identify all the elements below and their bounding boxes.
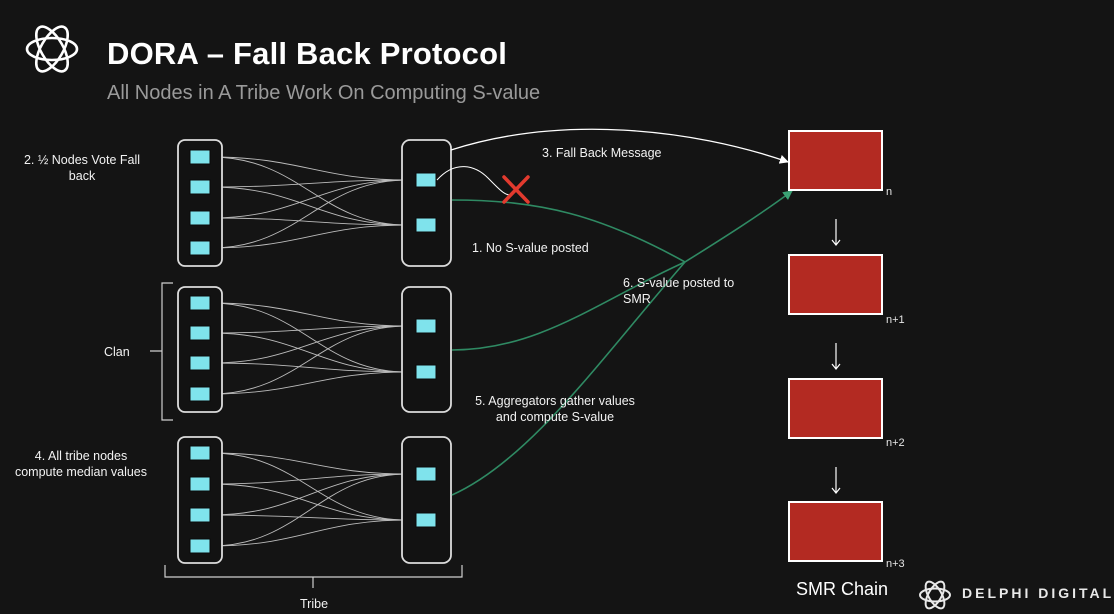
node-connection-line <box>210 224 408 249</box>
smr-chain-arrows <box>831 219 841 494</box>
node-connection-line <box>210 179 408 249</box>
node-connection-line <box>210 325 408 395</box>
svalue-line-tribe2 <box>451 261 686 351</box>
node-connection-line <box>210 302 408 373</box>
aggregator-node <box>415 217 437 233</box>
page-subtitle: All Nodes in A Tribe Work On Computing S… <box>107 82 541 104</box>
smr-block <box>788 254 883 315</box>
aggregator-containers <box>401 139 452 564</box>
vote-fallback-label: 2. ½ Nodes Vote Fall back <box>23 153 141 183</box>
node-connection-line <box>210 332 408 373</box>
clan-node <box>189 210 211 226</box>
node-connection-line <box>210 156 408 226</box>
svalue-line-to-smr <box>684 190 793 263</box>
rejected-x-icon <box>502 175 530 204</box>
node-connection-line <box>210 156 408 181</box>
clan-container <box>177 139 223 267</box>
node-connection-line <box>210 186 408 226</box>
svalue-posted-lines <box>451 190 793 496</box>
clan-container <box>177 436 223 564</box>
fallback-message-arrow <box>450 128 789 164</box>
aggregator-container <box>401 139 452 267</box>
clan-containers <box>177 139 223 564</box>
clan-node <box>189 476 211 492</box>
block-label-n1: n+1 <box>886 314 905 326</box>
brand-name: DELPHI DIGITAL <box>962 585 1114 601</box>
clan-node <box>189 325 211 341</box>
delphi-logo-icon <box>919 580 951 610</box>
fallback-message-label: 3. Fall Back Message <box>542 146 662 160</box>
smr-block <box>788 501 883 562</box>
no-svalue-label: 1. No S-value posted <box>472 241 589 255</box>
tribe-brace <box>164 565 463 588</box>
clan-node <box>189 149 211 165</box>
node-connection-line <box>210 483 408 521</box>
connection-lines <box>210 156 408 547</box>
page-title: DORA – Fall Back Protocol <box>107 36 508 71</box>
smr-chain-arrowhead <box>831 487 841 494</box>
clan-label: Clan <box>104 345 130 359</box>
block-label-n: n <box>886 186 893 198</box>
node-connection-line <box>210 179 408 219</box>
block-label-n3: n+3 <box>886 558 905 570</box>
aggregator-node <box>415 318 437 334</box>
node-connection-line <box>210 473 408 547</box>
node-connection-line <box>210 325 408 364</box>
smr-chain-label: SMR Chain <box>796 579 889 599</box>
aggregator-node <box>415 512 437 528</box>
node-connection-line <box>210 519 408 547</box>
smr-chain-arrowhead <box>831 239 841 246</box>
clan-node <box>189 445 211 461</box>
node-connection-line <box>210 452 408 475</box>
node-connection-line <box>210 514 408 521</box>
node-connection-line <box>210 473 408 516</box>
node-connection-line <box>210 473 408 485</box>
node-connection-line <box>210 325 408 334</box>
aggregator-container <box>401 286 452 413</box>
smr-chain-blocks <box>788 130 883 562</box>
node-connection-line <box>210 179 408 188</box>
node-connection-line <box>210 362 408 373</box>
tribe-label: Tribe <box>300 597 329 611</box>
svalue-line-tribe3 <box>451 261 686 496</box>
tribe-nodes-label: 4. All tribe nodes compute median values <box>14 449 148 479</box>
aggregator-container <box>401 436 452 564</box>
smr-block <box>788 378 883 439</box>
clan-container <box>177 286 223 413</box>
node-connection-line <box>210 217 408 226</box>
clan-brace <box>150 282 173 421</box>
clan-node <box>189 240 211 256</box>
clan-node <box>189 355 211 371</box>
clan-node <box>189 538 211 554</box>
clan-node <box>189 295 211 311</box>
no-svalue-loop <box>436 166 513 196</box>
smr-chain-arrowhead <box>831 363 841 370</box>
aggregator-node <box>415 172 437 188</box>
flower-knot-logo-icon <box>25 25 79 73</box>
clan-node <box>189 507 211 523</box>
aggregator-node <box>415 466 437 482</box>
aggregator-node <box>415 364 437 380</box>
svalue-line-tribe1 <box>451 199 686 263</box>
node-connection-line <box>210 452 408 521</box>
block-label-n2: n+2 <box>886 437 905 449</box>
clan-node <box>189 386 211 402</box>
smr-block <box>788 130 883 191</box>
node-connection-line <box>210 371 408 395</box>
aggregators-label: 5. Aggregators gather values and compute… <box>475 394 635 424</box>
clan-node <box>189 179 211 195</box>
svalue-posted-label: 6. S-value posted to SMR <box>623 276 735 306</box>
node-connection-line <box>210 302 408 327</box>
